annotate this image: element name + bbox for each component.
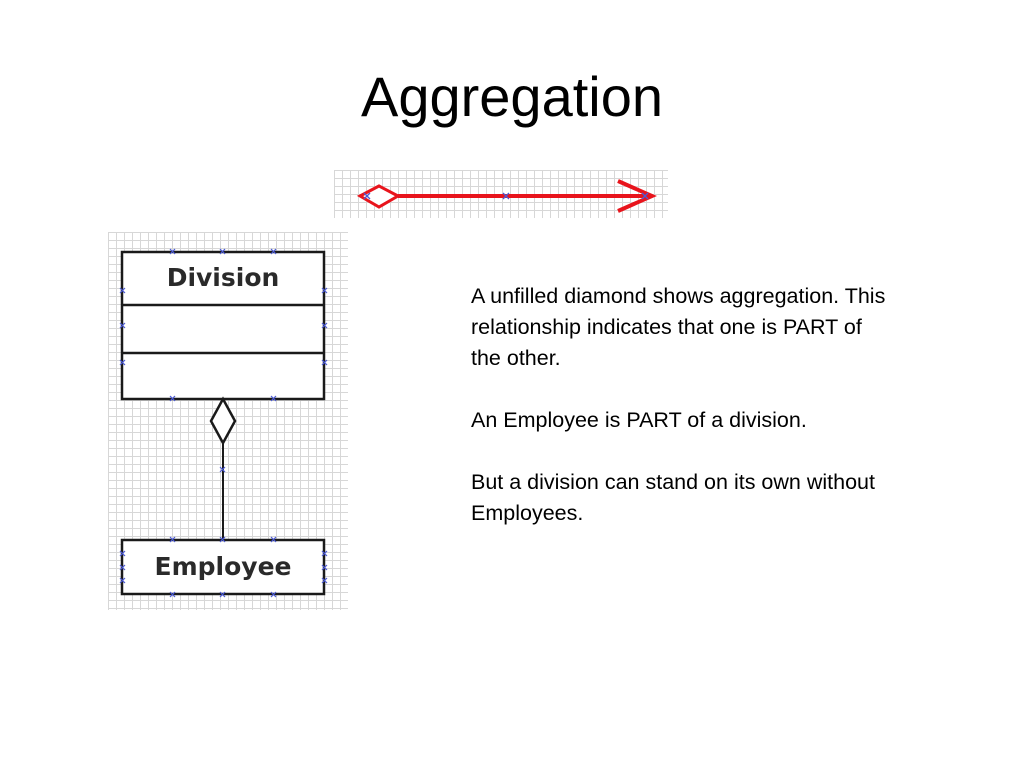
description-paragraph-division: But a division can stand on its own with… <box>471 470 875 525</box>
slide-title: Aggregation <box>360 65 663 128</box>
description-text: A unfilled diamond shows aggregation. Th… <box>471 281 891 560</box>
uml-class-diagram: Division Employee <box>119 248 328 598</box>
unfilled-diamond-icon <box>356 184 402 209</box>
selection-handles <box>363 192 649 200</box>
division-class-name: Division <box>167 263 280 292</box>
employee-class-name: Employee <box>155 552 292 581</box>
arrowhead-icon <box>617 179 657 213</box>
aggregation-arrow-illustration <box>356 179 657 213</box>
description-paragraph-employee: An Employee is PART of a division. <box>471 408 807 432</box>
description-paragraph-aggregation: A unfilled diamond shows aggregation. Th… <box>471 284 886 370</box>
uml-selection-handles <box>119 248 328 598</box>
aggregation-diamond-icon <box>209 396 237 446</box>
